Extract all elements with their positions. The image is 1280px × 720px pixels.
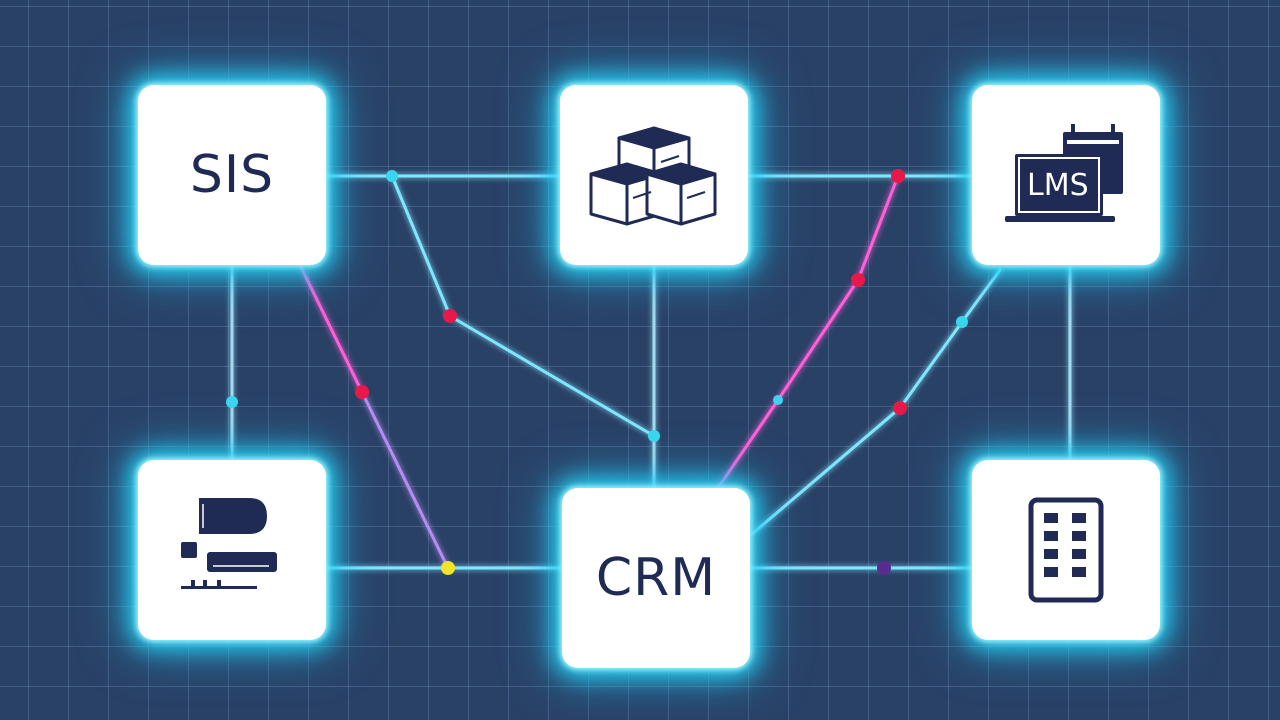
node-lms-label: LMS (1027, 168, 1089, 203)
node-sis[interactable]: SIS (138, 85, 326, 265)
junction-dot (443, 309, 457, 323)
node-lms[interactable] (972, 85, 1160, 265)
node-gateway[interactable] (138, 460, 326, 640)
link-diagonal-lower (360, 390, 450, 570)
node-sis-label: SIS (189, 145, 275, 205)
junction-dot (877, 561, 891, 575)
stacked-boxes-icon (589, 126, 717, 225)
junction-dot (226, 396, 238, 408)
junction-dot (893, 401, 907, 415)
node-crm[interactable]: CRM (562, 488, 750, 668)
junction-dot (648, 430, 660, 442)
link-sis-diagonal-pink (298, 263, 364, 394)
junction-dot (956, 316, 968, 328)
link-crm-lms-cyan (750, 268, 1002, 536)
junction-dot (773, 395, 783, 405)
keypad-device-icon (1028, 497, 1104, 603)
laptop-calendar-icon (1005, 124, 1123, 222)
junction-dot (355, 385, 369, 399)
connector-plug-icon (181, 498, 277, 589)
junction-dot (851, 273, 865, 287)
junction-dot (441, 561, 455, 575)
node-erp[interactable] (972, 460, 1160, 640)
node-warehouse[interactable] (560, 85, 748, 265)
link-crm-lms-pink (716, 174, 900, 490)
junction-dot (386, 170, 398, 182)
node-crm-label: CRM (595, 548, 717, 608)
junction-dot (891, 169, 905, 183)
